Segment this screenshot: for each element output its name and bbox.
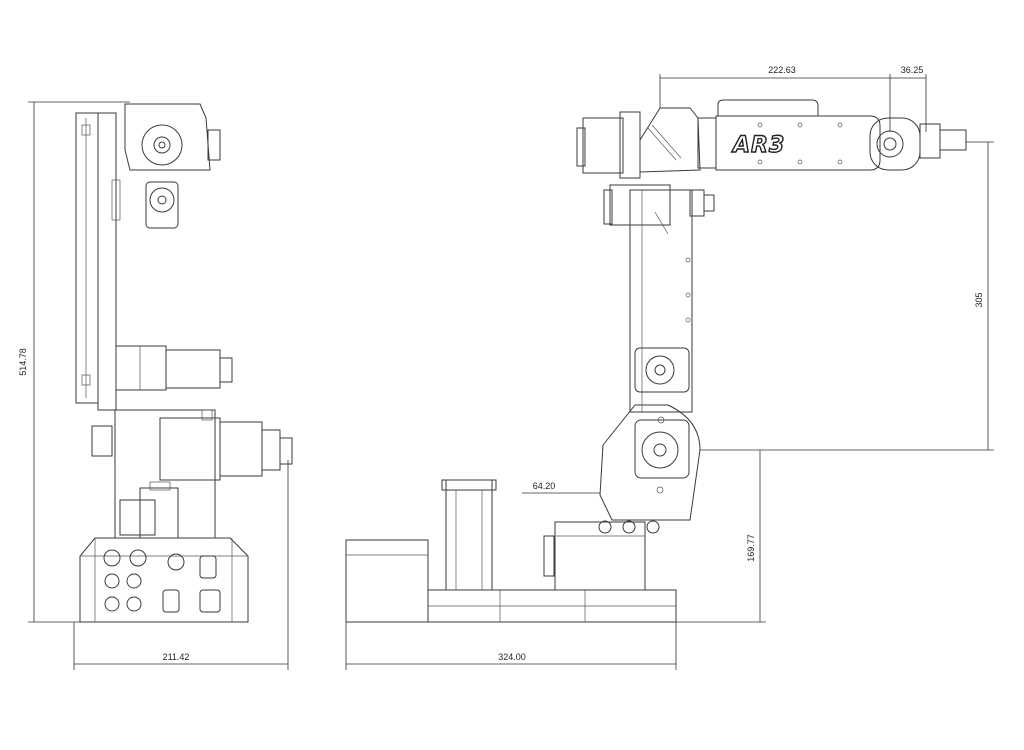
side-turret <box>91 409 293 539</box>
side-column <box>75 112 117 411</box>
side-view: 514.78 211.42 <box>18 101 293 670</box>
front-view: AR3 222.63 36.25 305 169.77 64.20 324.00 <box>345 65 994 670</box>
side-motor-j3 <box>115 345 233 391</box>
dim-base-offset: 64.20 <box>533 481 556 491</box>
dim-side-width: 211.42 <box>163 652 190 662</box>
ar3-logo: AR3 <box>731 133 785 158</box>
front-base <box>345 479 677 623</box>
dim-arm-reach: 222.63 <box>768 65 796 75</box>
front-upper-arm <box>629 189 693 413</box>
front-elbow <box>576 111 715 235</box>
side-dimensions <box>28 101 289 670</box>
dim-upper-arm: 305 <box>974 292 984 307</box>
dim-front-width: 324.00 <box>498 652 526 662</box>
front-shoulder <box>598 404 701 534</box>
dim-wrist-offset: 36.25 <box>901 65 924 75</box>
front-forearm <box>639 99 967 173</box>
dim-side-height: 514.78 <box>18 348 28 376</box>
side-head <box>111 103 221 229</box>
front-dimensions <box>345 74 994 670</box>
side-base <box>79 537 249 623</box>
dim-base-height: 169.77 <box>746 534 756 562</box>
